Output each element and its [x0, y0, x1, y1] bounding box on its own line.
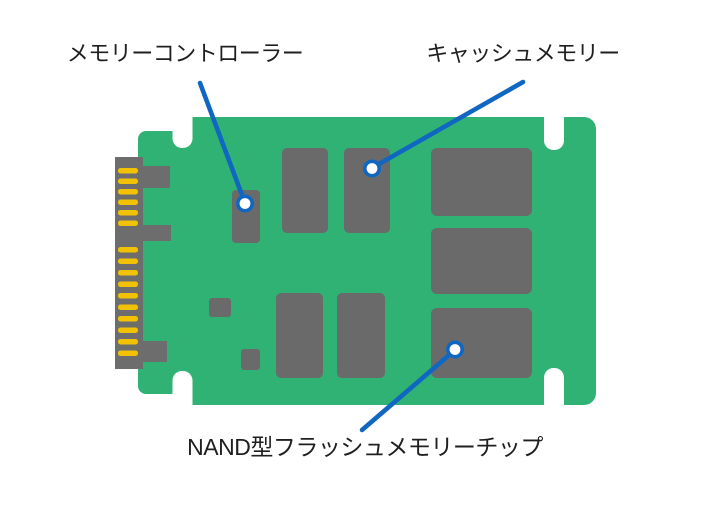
connector-tab-bottom	[140, 341, 167, 362]
notch-top-right	[544, 105, 564, 150]
controller-marker	[236, 194, 255, 213]
connector-pin	[118, 220, 138, 226]
connector-pin	[118, 339, 138, 345]
notch-bottom-right	[544, 368, 564, 413]
cache-marker	[362, 159, 381, 178]
nand-chip-1	[431, 148, 532, 216]
nand-callout-line	[359, 347, 458, 433]
chip-bottom-middle-2	[337, 293, 385, 378]
pcb-left-extension	[138, 131, 180, 394]
chip-bottom-middle-1	[276, 293, 323, 378]
nand-chip-2	[431, 228, 532, 294]
memory-controller-label: メモリーコントローラー	[66, 41, 304, 66]
connector-pins	[118, 168, 138, 356]
controller-callout-line	[197, 80, 248, 206]
cache-callout-line	[369, 79, 526, 171]
connector-pin	[118, 327, 138, 333]
connector-pin	[118, 304, 138, 310]
connector-pin	[118, 189, 138, 195]
connector-pin	[118, 316, 138, 322]
connector-tab-top	[140, 166, 170, 188]
nand-marker	[445, 340, 464, 359]
callouts	[197, 79, 526, 433]
nand-flash-label: NAND型フラッシュメモリーチップ	[187, 434, 543, 460]
connector-pin	[118, 293, 138, 299]
small-component-2	[241, 349, 260, 370]
sata-connector	[115, 157, 171, 369]
connector-pin	[118, 350, 138, 356]
connector-pin	[118, 270, 138, 276]
notch-bottom-left	[172, 371, 193, 414]
mount-notches	[172, 105, 564, 414]
connector-pin	[118, 281, 138, 287]
connector-pin	[118, 178, 138, 184]
small-component-1	[209, 298, 231, 317]
chip-top-middle-1	[282, 148, 328, 233]
connector-pin	[118, 258, 138, 264]
connector-pin	[118, 199, 138, 205]
connector-pin	[118, 168, 138, 174]
connector-pin	[118, 247, 138, 253]
notch-top-left	[172, 105, 193, 148]
connector-tab-middle	[140, 225, 171, 241]
connector-pin	[118, 210, 138, 216]
chips	[209, 148, 532, 378]
cache-memory-label: キャッシュメモリー	[426, 41, 620, 66]
nand-chip-3	[431, 308, 532, 378]
